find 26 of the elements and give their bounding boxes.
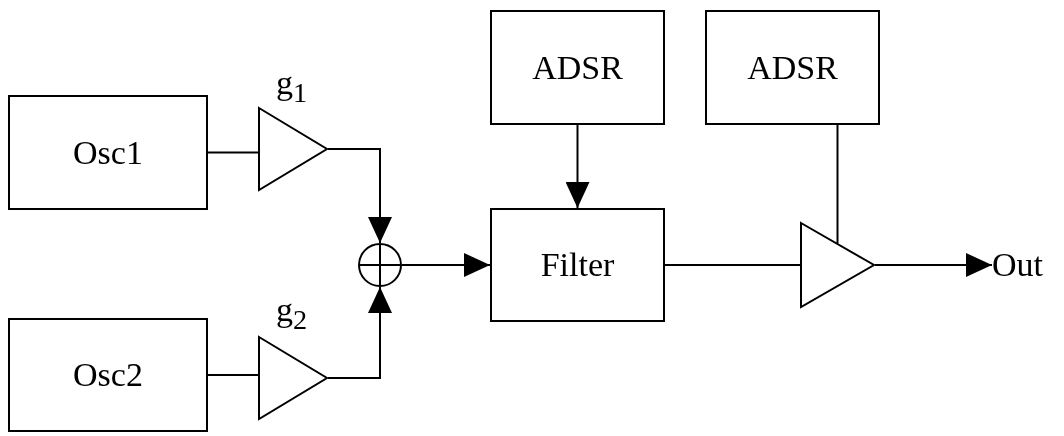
block-box [490,10,665,125]
connector-line [207,151,259,154]
summing-junction [358,243,402,287]
block-label: ADSR [747,50,838,85]
connector-line [836,124,839,245]
arrow [327,148,392,244]
arrow [565,124,590,209]
block-box [8,318,208,432]
block-box [490,208,665,322]
amplifier-triangle [258,336,328,420]
amplifier-triangle [800,222,875,308]
block-label: ADSR [532,50,623,85]
block-label: Out [992,248,1043,282]
connector-line [207,374,259,376]
arrow [327,286,392,379]
block-label: Osc2 [73,358,143,392]
block-box [705,10,880,125]
block-label: Filter [540,248,615,282]
block-label: Osc1 [73,135,143,170]
amplifier-triangle [258,107,328,191]
gain-label: g$_{1}$ [276,66,308,108]
gain-label: g$_{2}$ [276,293,308,335]
connector-line [664,264,801,266]
block-box [8,95,208,210]
arrow [874,253,993,277]
arrow [401,253,491,277]
